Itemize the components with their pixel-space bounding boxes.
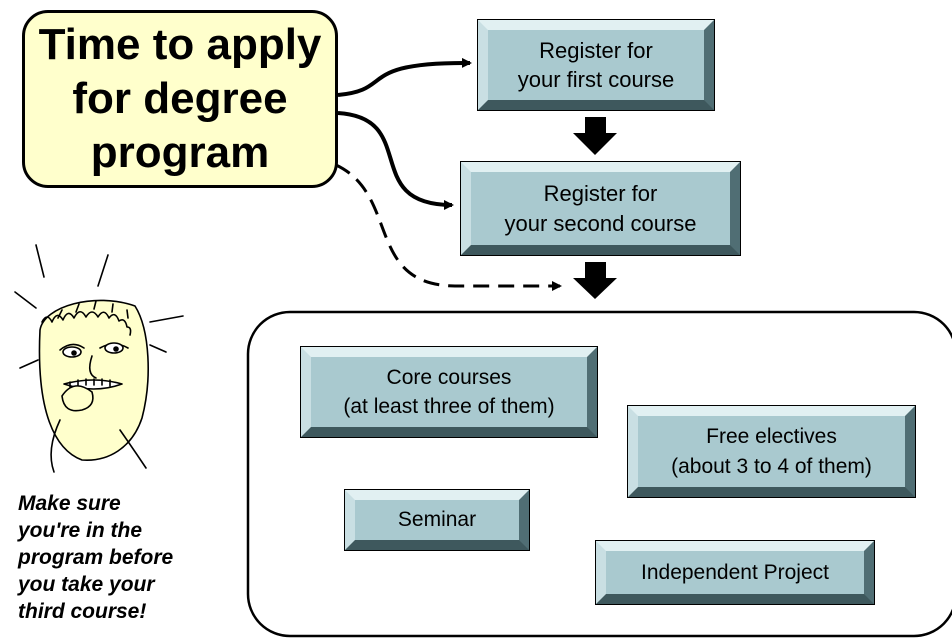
register-second-course-box: Register for your second course <box>460 161 741 256</box>
worried-person-icon <box>14 244 184 473</box>
curved-arrow-to-first-course <box>337 57 472 97</box>
down-arrow-icon <box>573 262 617 299</box>
note-line: program before <box>18 546 174 569</box>
box-line: Free electives <box>706 424 837 448</box>
box-line: (about 3 to 4 of them) <box>671 454 872 478</box>
box-line: Seminar <box>397 508 477 531</box>
note-line: you're in the <box>18 519 143 542</box>
note-line: you take your <box>18 573 155 596</box>
callout-line: program <box>90 128 270 177</box>
free-electives-box: Free electives (about 3 to 4 of them) <box>627 405 916 498</box>
independent-project-box: Independent Project <box>595 540 875 605</box>
box-line: Register for <box>543 180 658 206</box>
warning-note: Make sure you're in the program before y… <box>18 490 228 625</box>
seminar-box: Seminar <box>344 489 530 551</box>
dashed-arrow-to-program <box>335 163 562 291</box>
callout-line: Time to apply <box>38 20 322 69</box>
note-line: Make sure <box>18 492 121 515</box>
register-first-course-box: Register for your first course <box>477 19 715 111</box>
core-courses-box: Core courses (at least three of them) <box>300 346 598 438</box>
callout-line: for degree <box>72 74 288 123</box>
curved-arrow-to-second-course <box>337 111 454 210</box>
note-line: third course! <box>18 600 147 623</box>
program-container <box>246 310 952 638</box>
box-line: Core courses <box>386 366 512 389</box>
box-line: (at least three of them) <box>343 395 555 418</box>
apply-for-degree-callout: Time to apply for degree program <box>22 10 338 188</box>
down-arrow-icon <box>573 117 617 155</box>
box-line: Register for <box>539 38 653 63</box>
box-line: your second course <box>504 210 697 236</box>
box-line: your first course <box>517 67 675 92</box>
box-line: Independent Project <box>641 560 829 584</box>
